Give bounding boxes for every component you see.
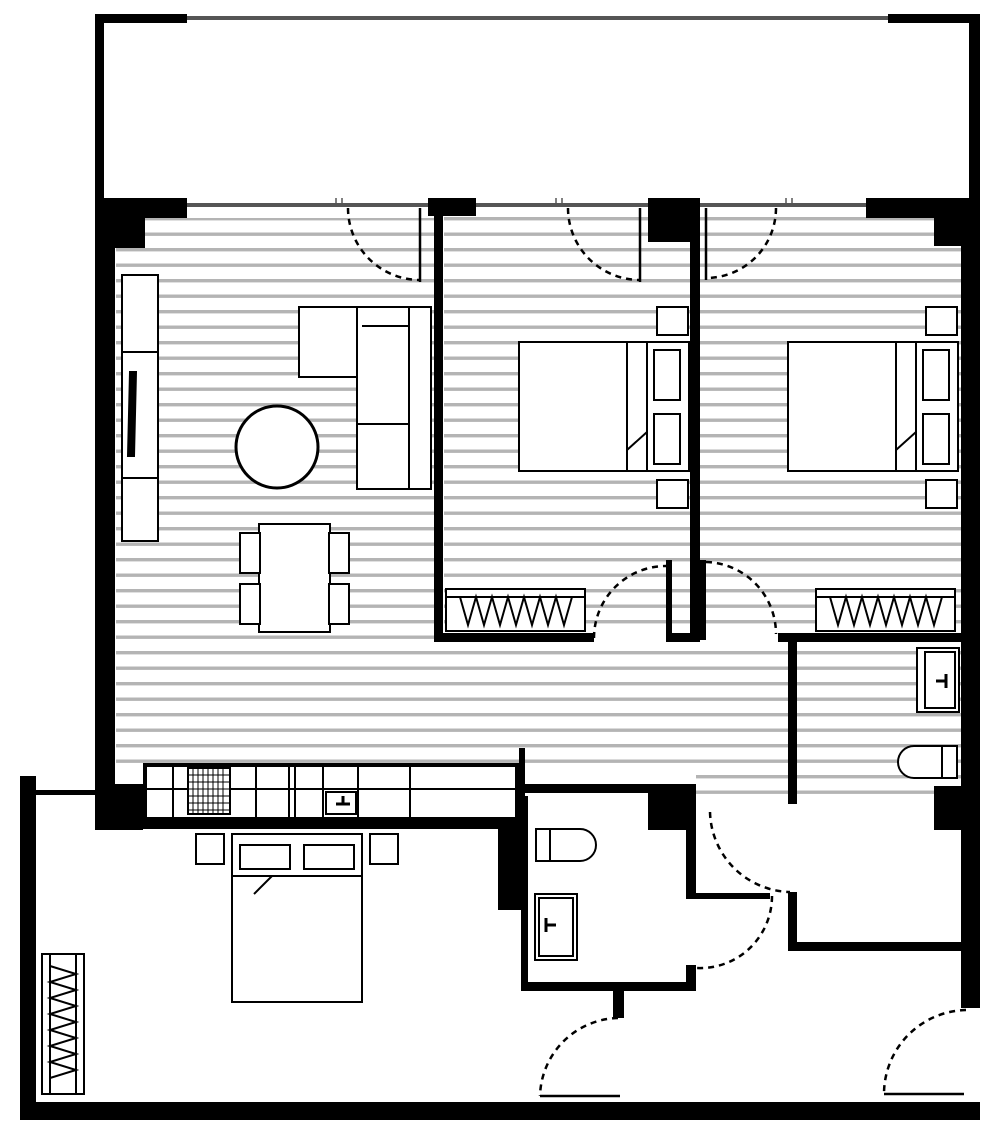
nightstand xyxy=(656,306,689,336)
wardrobe-hangers xyxy=(459,593,573,629)
door-bed2-balcony xyxy=(566,207,641,282)
balcony-top-right-wall xyxy=(888,14,980,23)
glazing-ticks xyxy=(335,198,793,205)
kitchen-end-post xyxy=(519,748,525,796)
balcony-left-wall xyxy=(95,14,104,204)
bed3-door-jamb xyxy=(700,560,706,640)
entry-stub-wall xyxy=(613,988,624,1018)
bed-3-headboard xyxy=(895,341,917,472)
partition-living-bed2 xyxy=(434,210,443,642)
left-exterior-wall xyxy=(95,198,115,830)
powder-bottom-wall xyxy=(521,982,696,991)
bed3-bottom-wall xyxy=(778,633,962,642)
door-powder xyxy=(695,895,774,970)
corridor-floor-lower xyxy=(696,766,788,806)
glazing xyxy=(187,16,888,207)
nightstand xyxy=(195,833,225,865)
nightstand xyxy=(369,833,399,865)
powder-left-wall xyxy=(521,796,528,990)
cooktop-grid xyxy=(188,768,230,814)
bathroom-left-wall xyxy=(788,642,797,804)
closet-left-wall xyxy=(788,892,797,950)
powder-top-wall xyxy=(520,784,696,793)
striped-floor xyxy=(116,215,962,806)
bedroom1-left-wall xyxy=(20,776,36,1120)
bed2-bottom-wall xyxy=(434,633,594,642)
right-exterior-wall xyxy=(961,198,980,1008)
bedroom1-top-stub xyxy=(36,790,96,795)
wardrobe-hangers xyxy=(46,965,80,1079)
tv-icon xyxy=(126,371,138,457)
nightstand xyxy=(925,479,958,509)
dining-chair xyxy=(328,532,350,574)
pillow xyxy=(922,349,950,401)
door-living-balcony xyxy=(346,207,421,282)
door-bed2 xyxy=(592,564,667,639)
tv-cabinet xyxy=(121,274,159,542)
nightstand xyxy=(656,479,689,509)
walls xyxy=(20,14,980,1120)
partition-bed2-bed3 xyxy=(690,210,700,642)
dining-chair xyxy=(328,583,350,625)
nightstand xyxy=(925,306,958,336)
pillow xyxy=(303,844,355,870)
door-entry-left xyxy=(538,1016,619,1097)
balcony-right-wall xyxy=(969,14,980,204)
corridor-floor xyxy=(116,640,788,768)
door-bed3 xyxy=(705,560,778,635)
powder-right-wall-lower xyxy=(686,965,696,991)
furniture xyxy=(41,274,960,1095)
bathroom-toilet xyxy=(897,745,958,779)
closet-bottom-wall xyxy=(788,942,964,951)
coffee-table xyxy=(234,404,320,490)
sofa-back xyxy=(408,306,432,490)
door-jamb-base xyxy=(666,633,700,642)
door-entry-right xyxy=(882,1008,967,1095)
bottom-exterior-wall xyxy=(20,1102,980,1120)
pillow xyxy=(239,844,291,870)
door-bathroom xyxy=(708,811,791,894)
pillow xyxy=(922,413,950,465)
door-bed3-balcony xyxy=(705,207,778,280)
powder-right-wall-upper xyxy=(686,793,696,895)
dining-chair xyxy=(239,532,261,574)
pillow xyxy=(653,413,681,465)
pillow xyxy=(653,349,681,401)
bed2-door-jamb xyxy=(666,560,672,640)
corner-block-right xyxy=(934,786,964,830)
wardrobe-hangers xyxy=(829,593,943,629)
door-swings xyxy=(346,207,967,1098)
balcony-top-left-wall xyxy=(95,14,187,23)
bed-2-headboard xyxy=(626,341,648,472)
kitchen-bottom-wall xyxy=(95,818,515,829)
powder-toilet xyxy=(535,828,597,862)
dining-table xyxy=(258,523,331,633)
powder-right-wall-ledge xyxy=(686,893,770,899)
dining-chair xyxy=(239,583,261,625)
